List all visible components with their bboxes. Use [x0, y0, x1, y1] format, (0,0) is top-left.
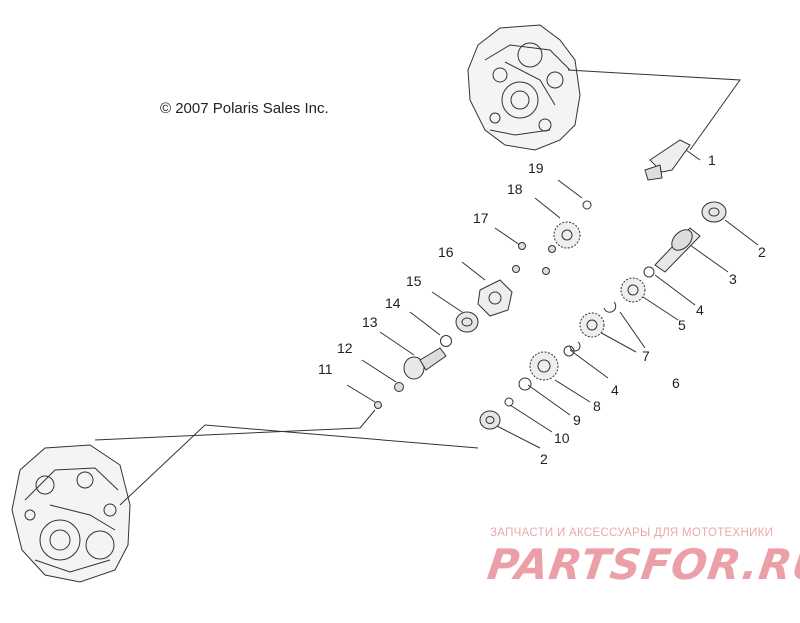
- part-4-ring-upper: [643, 266, 655, 278]
- callout-6: 6: [672, 375, 680, 391]
- part-1-shift-fork: [644, 139, 691, 181]
- part-5-gear: [620, 277, 646, 303]
- callout-17: 17: [473, 210, 489, 226]
- leader-11: [346, 384, 376, 403]
- part-7-clip-upper: [603, 301, 617, 313]
- part-15-bearing: [455, 311, 479, 333]
- part-7-clip-lower: [569, 341, 581, 352]
- part-16-retainer-plate: [477, 279, 513, 317]
- callout-4-lower: 4: [611, 382, 619, 398]
- callout-10: 10: [554, 430, 570, 446]
- part-3-shaft: [654, 227, 701, 273]
- leader-2a: [724, 219, 759, 246]
- leader-8: [554, 379, 591, 403]
- part-8-gear: [529, 351, 559, 381]
- leader-15: [431, 291, 463, 313]
- leader-10: [509, 404, 553, 433]
- part-14-ring: [440, 335, 452, 347]
- callout-8: 8: [593, 398, 601, 414]
- callout-9: 9: [573, 412, 581, 428]
- upper-crankcase-illustration: [467, 24, 581, 151]
- part-18-sprocket: [553, 221, 581, 249]
- leader-18: [534, 197, 561, 219]
- callout-18: 18: [507, 181, 523, 197]
- callout-4-upper: 4: [696, 302, 704, 318]
- leader-16: [461, 261, 486, 281]
- leader-9: [527, 384, 571, 416]
- leader-7b: [595, 329, 637, 353]
- part-13-shaft-assembly: [403, 347, 447, 380]
- part-12-small-part: [394, 382, 404, 392]
- part-4-ring-lower: [563, 345, 575, 357]
- leader-5: [639, 294, 679, 321]
- leader-4a: [654, 274, 696, 306]
- leader-1: [685, 149, 701, 161]
- leader-13: [379, 331, 415, 356]
- leader-19: [557, 179, 583, 199]
- leader-14: [409, 311, 441, 336]
- callout-16: 16: [438, 244, 454, 260]
- part-2-bearing-upper: [701, 201, 727, 223]
- lower-connector-line-1: [94, 409, 376, 441]
- callout-2-upper: 2: [758, 244, 766, 260]
- part-11-small-part: [374, 401, 382, 409]
- callout-5: 5: [678, 317, 686, 333]
- callout-14: 14: [385, 295, 401, 311]
- part-9-washer: [518, 377, 532, 391]
- callout-11: 11: [318, 361, 333, 377]
- leader-2b: [494, 424, 541, 449]
- part-10-ring: [504, 397, 514, 407]
- copyright-notice: © 2007 Polaris Sales Inc.: [160, 100, 329, 117]
- leader-4b: [569, 349, 609, 379]
- callout-2-lower: 2: [540, 451, 548, 467]
- callout-3: 3: [729, 271, 737, 287]
- part-19-ring: [582, 200, 592, 210]
- part-2-bearing-lower: [479, 410, 501, 430]
- upper-connector-line: [567, 69, 741, 151]
- callout-12: 12: [337, 340, 353, 356]
- part-17-bolts: [512, 242, 556, 275]
- leader-7: [619, 311, 646, 349]
- part-6-gear: [579, 312, 605, 338]
- leader-12: [361, 359, 397, 383]
- callout-19: 19: [528, 160, 544, 176]
- leader-17: [494, 227, 521, 246]
- callout-15: 15: [406, 273, 422, 289]
- callout-13: 13: [362, 314, 378, 330]
- leader-3: [689, 244, 729, 273]
- callout-1: 1: [708, 152, 716, 168]
- lower-connector-line-2: [119, 424, 479, 506]
- callout-7: 7: [642, 348, 650, 364]
- watermark-logo: PARTSFOR.RU: [484, 540, 800, 589]
- watermark-subtitle: ЗАПЧАСТИ И АКСЕССУАРЫ ДЛЯ МОТОТЕХНИКИ: [490, 527, 774, 539]
- lower-crankcase-illustration: [11, 444, 131, 583]
